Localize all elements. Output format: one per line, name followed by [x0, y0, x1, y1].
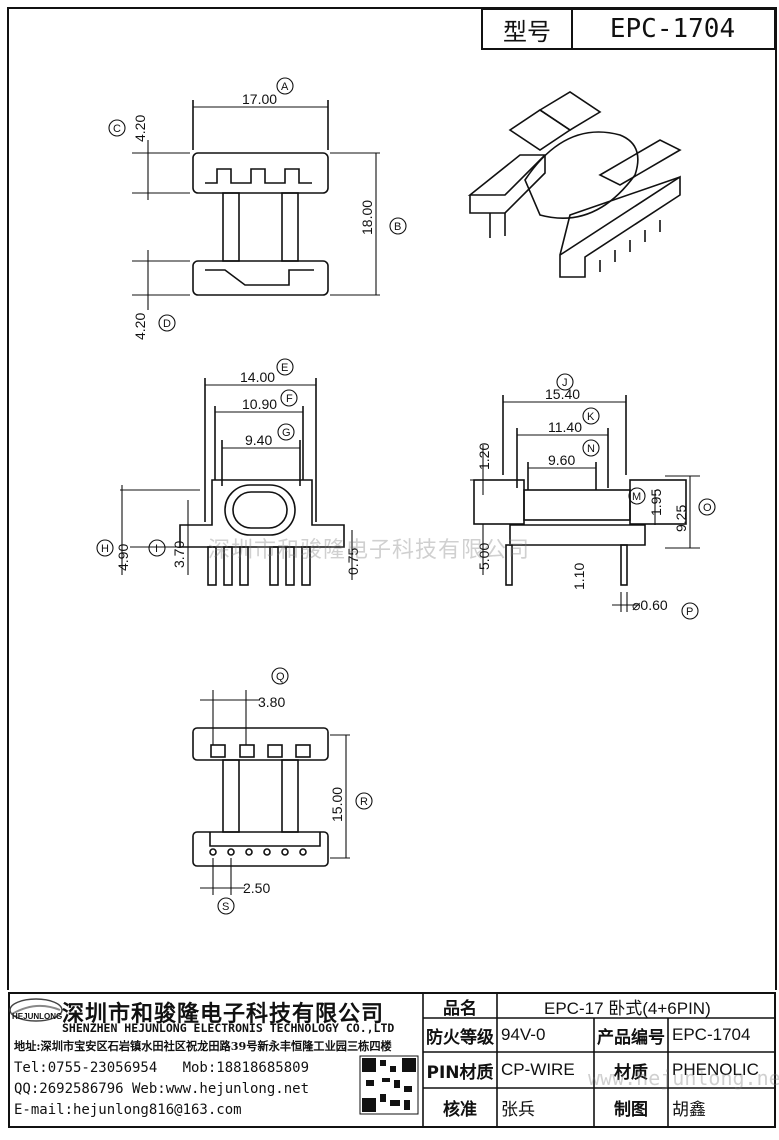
- watermark-url: www.hejunlong.net: [588, 1066, 779, 1090]
- dim-1140: 11.40: [548, 419, 582, 435]
- dim-940: 9.40: [245, 432, 272, 448]
- contact-qq-web: QQ:2692586796 Web:www.hejunlong.net: [14, 1081, 310, 1097]
- pin-material-value: CP-WIRE: [501, 1060, 575, 1079]
- dim-060: ⌀0.60: [632, 597, 668, 613]
- dim-420-top: 4.20: [132, 115, 148, 142]
- dim-380: 3.80: [258, 694, 285, 710]
- title-block-grid: [9, 992, 776, 1128]
- company-name-en: SHENZHEN HEJUNLONG ELECTRONIS TECHNOLOGY…: [62, 1021, 395, 1035]
- isometric-view: [467, 91, 682, 278]
- label-P: P: [686, 606, 693, 618]
- dim-250: 2.50: [243, 880, 270, 896]
- technical-drawing: 17.00 18.00 4.20 4.20 14.00 10.90 9.40 4…: [7, 7, 777, 990]
- company-name-cn: 深圳市和骏隆电子科技有限公司: [62, 1001, 385, 1027]
- label-N: N: [587, 443, 595, 455]
- product-code-value: EPC-1704: [672, 1025, 751, 1044]
- label-R: R: [360, 796, 368, 808]
- top-view: [132, 100, 380, 310]
- dim-960: 9.60: [548, 452, 575, 468]
- logo-text: HEJUNLONG: [12, 1012, 63, 1021]
- dim-1090: 10.90: [242, 396, 277, 412]
- label-A: A: [281, 81, 289, 93]
- dim-420-bottom: 4.20: [132, 313, 148, 340]
- bottom-view: [192, 690, 350, 895]
- label-B: B: [394, 221, 401, 233]
- dim-110: 1.10: [571, 563, 587, 590]
- dim-1500: 15.00: [329, 787, 345, 822]
- dim-925: 9.25: [673, 505, 689, 532]
- dim-17: 17.00: [242, 91, 277, 107]
- contact-tel: Tel:0755-23056954 Mob:18818685809: [14, 1060, 310, 1076]
- dim-370: 3.70: [171, 541, 187, 568]
- label-E: E: [281, 362, 288, 374]
- title-block: [8, 992, 776, 1128]
- front-view: [120, 378, 353, 586]
- product-name-label: 品名: [443, 998, 477, 1019]
- logo-mark: [9, 998, 63, 1022]
- label-G: G: [282, 427, 291, 439]
- drawn-by-label: 制图: [614, 1099, 648, 1120]
- dim-18: 18.00: [359, 200, 375, 235]
- dim-120: 1.20: [476, 443, 492, 470]
- qr-code: [359, 1055, 419, 1115]
- dim-14: 14.00: [240, 369, 275, 385]
- company-address: 地址:深圳市宝安区石岩镇水田社区祝龙田路39号新永丰恒隆工业园三栋四楼: [14, 1039, 392, 1053]
- dim-490: 4.90: [115, 544, 131, 571]
- label-K: K: [587, 411, 595, 423]
- approved-by-label: 核准: [443, 1099, 477, 1120]
- side-view: [470, 395, 700, 612]
- approved-by-value: 张兵: [501, 1099, 535, 1119]
- label-S: S: [222, 901, 229, 913]
- label-J: J: [562, 377, 568, 389]
- label-I: I: [155, 543, 158, 555]
- product-code-label: 产品编号: [597, 1027, 665, 1048]
- dim-1540: 15.40: [545, 386, 580, 402]
- product-name-value: EPC-17 卧式(4+6PIN): [544, 998, 711, 1018]
- label-F: F: [286, 393, 293, 405]
- dim-195: 1.95: [648, 489, 664, 516]
- label-M: M: [632, 491, 641, 503]
- label-C: C: [113, 123, 121, 135]
- material-value: PHENOLIC: [672, 1060, 759, 1079]
- material-label: 材质: [614, 1062, 648, 1083]
- fire-rating-value: 94V-0: [501, 1025, 546, 1044]
- fire-rating-label: 防火等级: [426, 1027, 494, 1048]
- dim-075: 0.75: [345, 548, 361, 575]
- label-D: D: [163, 318, 171, 330]
- drawn-by-value: 胡鑫: [672, 1099, 706, 1119]
- pin-material-label: PIN材质: [426, 1062, 494, 1083]
- label-H: H: [101, 543, 109, 555]
- dim-500: 5.00: [476, 543, 492, 570]
- watermark-company: 深圳市和骏隆电子科技有限公司: [208, 538, 531, 563]
- contact-email: E-mail:hejunlong816@163.com: [14, 1102, 242, 1118]
- label-Q: Q: [276, 671, 285, 683]
- label-O: O: [703, 502, 712, 514]
